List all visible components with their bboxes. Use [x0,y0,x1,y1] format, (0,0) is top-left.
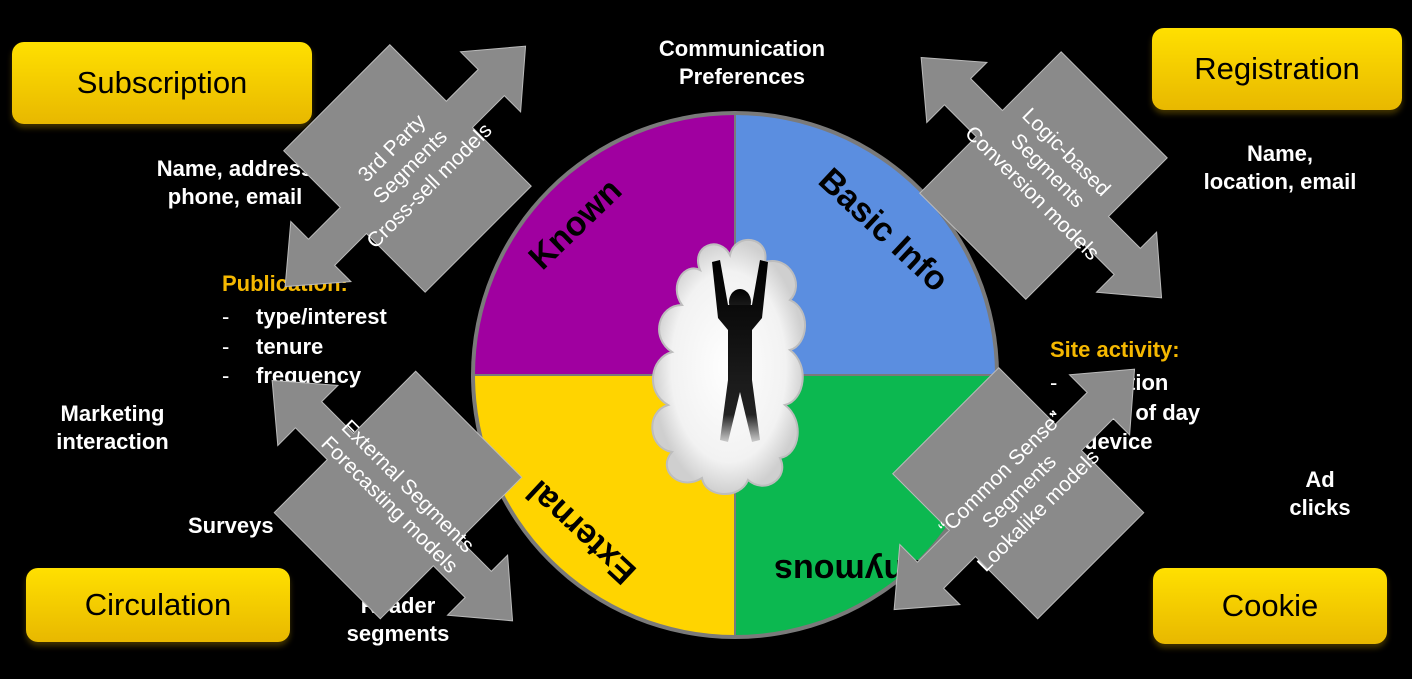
registration-label: Registration [1194,51,1360,86]
arrow-bottom-right [892,367,1145,620]
circulation-label: Circulation [84,587,232,622]
arrow-top-left [283,44,532,293]
surveys-label: Surveys [188,513,274,538]
marketing-line-1: Marketing [60,401,165,426]
registration-box: Registration [1152,28,1402,110]
arrow-top-right [919,51,1168,300]
ad-line-2: clicks [1289,494,1351,520]
person-silhouette-icon [712,260,768,442]
circulation-box: Circulation [26,568,290,642]
subscription-box: Subscription [12,42,312,124]
site-activity-heading: Site activity: [1050,337,1180,362]
marketing-line-2: interaction [56,428,169,454]
communication-preferences-label: Communication Preferences [612,35,872,90]
reg-info-line-1: Name, [1246,141,1314,166]
ad-clicks-label: Ad clicks [1270,466,1370,521]
cookie-box: Cookie [1153,568,1387,644]
cookie-label: Cookie [1221,588,1319,623]
marketing-interaction-label: Marketing interaction [20,400,205,455]
reader-segments-label: Reader segments [318,592,478,647]
arrow-bottom-left [271,370,523,622]
subscription-info: Name, address phone, email [110,155,360,210]
sub-info-line-1: Name, address [156,156,314,181]
publication-list: -type/interest -tenure -frequency [222,302,387,391]
ad-line-1: Ad [1305,467,1335,492]
publication-item: -type/interest [222,304,387,329]
reader-line-2: segments [346,620,450,646]
sub-info-line-2: phone, email [167,183,303,209]
comm-line-2: Preferences [679,63,805,89]
comm-line-1: Communication [658,36,826,61]
publication-item: -tenure [222,333,324,359]
reg-info-line-2: location, email [1203,168,1357,194]
subscription-label: Subscription [76,65,248,100]
registration-info: Name, location, email [1165,140,1395,195]
